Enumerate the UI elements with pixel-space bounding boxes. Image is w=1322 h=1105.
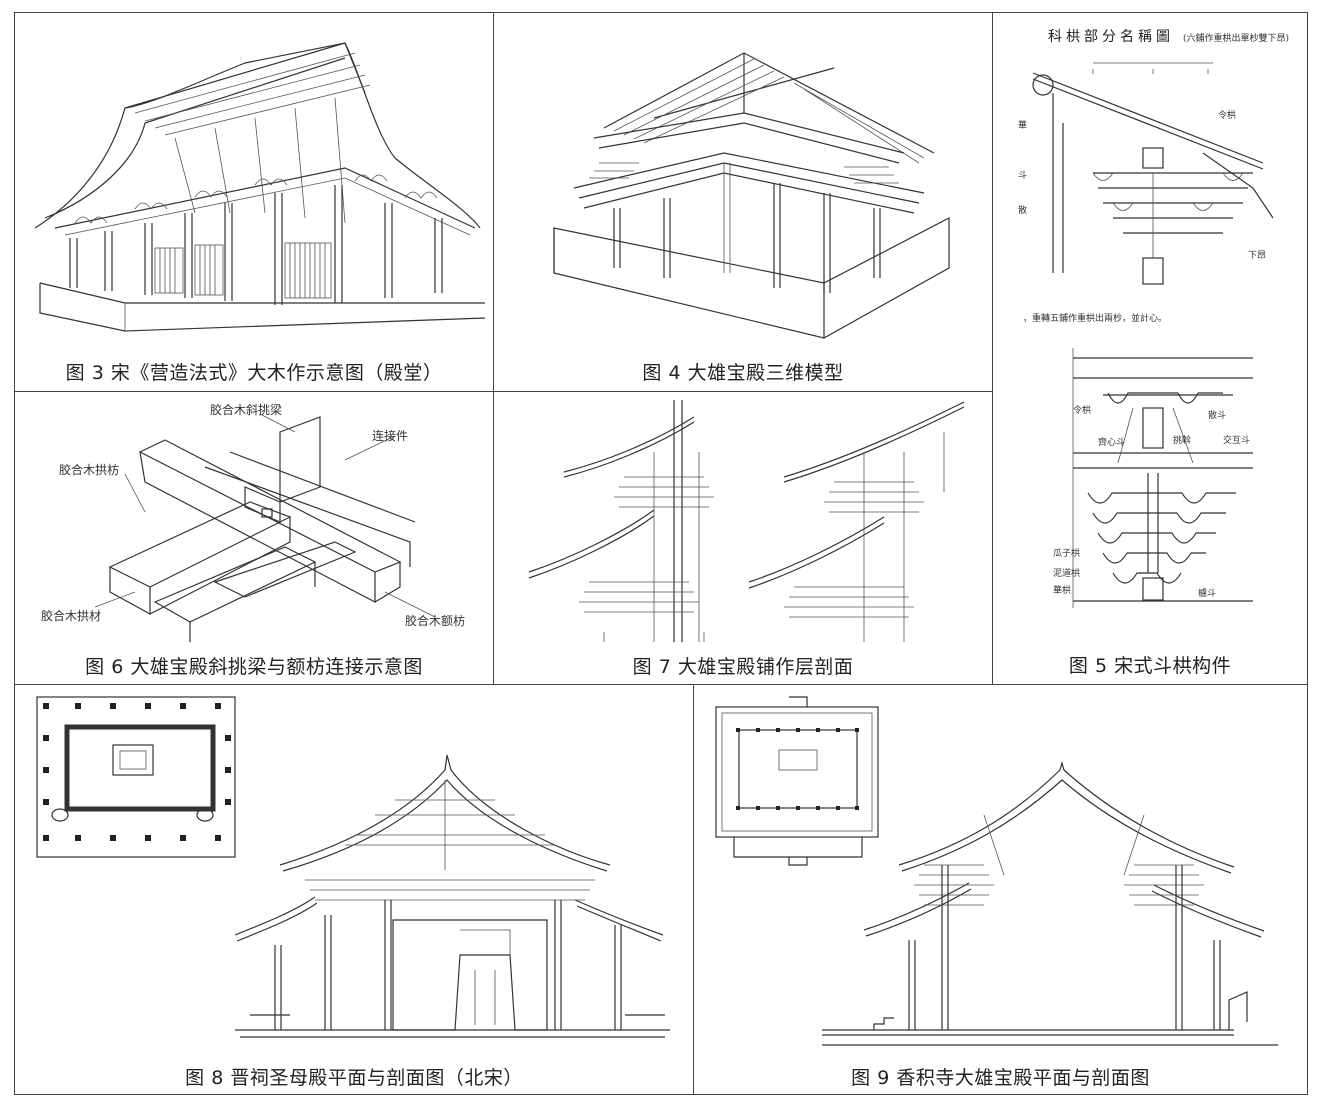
fig6-connection-drawing: 胶合木斜挑梁 连接件 胶合木拱枋 胶合木拱材 胶合木额枋 [41, 402, 465, 642]
fig6-label-top: 胶合木斜挑梁 [210, 402, 282, 417]
fig5-label-niandao: 泥道栱 [1053, 567, 1080, 579]
fig5-label-guazi: 瓜子栱 [1053, 547, 1080, 559]
figure-6-panel: 胶合木斜挑梁 连接件 胶合木拱枋 胶合木拱材 胶合木额枋 图 6 大雄宝殿斜挑梁… [14, 391, 494, 685]
figure-8-panel: 图 8 晋祠圣母殿平面与剖面图（北宋） [14, 684, 694, 1095]
fig6-label-left: 胶合木拱枋 [59, 462, 119, 477]
fig4-caption: 图 4 大雄宝殿三维模型 [642, 362, 844, 384]
fig5-label-huagong: 華栱 [1053, 584, 1071, 596]
fig8-caption: 图 8 晋祠圣母殿平面与剖面图（北宋） [185, 1067, 523, 1089]
fig6-label-bottom-right: 胶合木额枋 [405, 613, 465, 628]
fig5-label-jiaohu: 交互斗 [1223, 434, 1250, 446]
fig9-caption: 图 9 香积寺大雄宝殿平面与剖面图 [851, 1067, 1150, 1089]
fig6-label-connector: 连接件 [372, 428, 408, 443]
svg-text:華: 華 [1018, 119, 1027, 131]
fig5-label-sandou: 散斗 [1208, 409, 1226, 421]
fig4-3d-model [553, 52, 950, 339]
fig5-title: 科栱部分名稱圖 [1048, 29, 1174, 45]
fig8-plan-section-drawing [36, 696, 670, 1038]
fig6-caption: 图 6 大雄宝殿斜挑梁与额枋连接示意图 [85, 656, 423, 678]
fig5-caption: 图 5 宋式斗栱构件 [1068, 655, 1232, 677]
svg-text:令栱: 令栱 [1218, 109, 1236, 121]
fig5-subtitle: (六鋪作重栱出單杪雙下昂) [1183, 32, 1289, 44]
svg-text:斗: 斗 [1018, 170, 1027, 181]
fig6-label-bottom-left: 胶合木拱材 [41, 608, 101, 623]
figure-5-panel: 科栱部分名稱圖 (六鋪作重栱出單杪雙下昂) 華斗散 令栱下昂 ，重轉五鋪作重栱出… [992, 12, 1308, 685]
fig5-label-qixin: 齊心斗 [1098, 436, 1125, 448]
fig3-caption: 图 3 宋《营造法式》大木作示意图（殿堂） [65, 362, 443, 384]
figure-7-panel: 图 7 大雄宝殿铺作层剖面 [493, 391, 993, 685]
fig7-caption: 图 7 大雄宝殿铺作层剖面 [632, 656, 854, 678]
figure-3-panel: 图 3 宋《营造法式》大木作示意图（殿堂） [14, 12, 494, 392]
figure-4-panel: 图 4 大雄宝殿三维模型 [493, 12, 993, 392]
fig9-plan-section-drawing [715, 696, 1278, 1046]
fig7-section-drawing [528, 400, 965, 642]
fig5-label-tiaowo: 挑斡 [1173, 434, 1191, 446]
svg-text:散: 散 [1018, 204, 1027, 216]
fig5-label-ludou: 櫨斗 [1198, 587, 1216, 599]
fig5-note: ，重轉五鋪作重栱出兩杪，並計心。 [1023, 312, 1167, 324]
fig3-hall-drawing [34, 42, 486, 332]
svg-text:下昂: 下昂 [1248, 250, 1266, 261]
fig5-label-linggong: 令栱 [1073, 404, 1091, 416]
figure-9-panel: 图 9 香积寺大雄宝殿平面与剖面图 [693, 684, 1308, 1095]
